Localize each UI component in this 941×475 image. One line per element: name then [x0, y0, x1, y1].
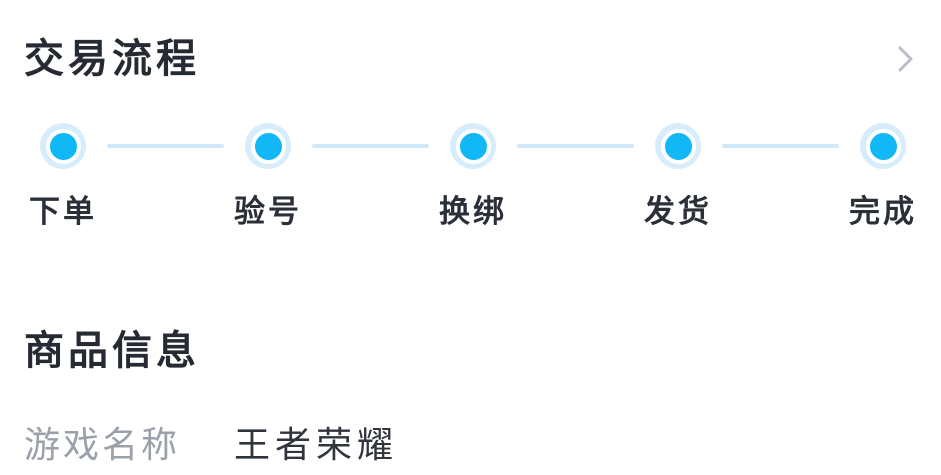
transaction-process-section: 交易流程 下单 验号 换绑 — [24, 0, 917, 227]
step-item-4: 发货 — [644, 123, 709, 227]
step-dot — [40, 123, 86, 169]
step-connector — [312, 144, 429, 148]
step-item-1: 下单 — [29, 123, 94, 227]
step-dot-core — [455, 128, 491, 164]
chevron-right-icon[interactable] — [897, 44, 915, 74]
step-connector — [722, 144, 839, 148]
transaction-process-title: 交易流程 — [24, 37, 200, 81]
step-connector — [107, 144, 224, 148]
product-info-section: 商品信息 游戏名称 王者荣耀 — [24, 227, 917, 465]
field-row-game-name: 游戏名称 王者荣耀 — [24, 425, 917, 465]
transaction-stepper: 下单 验号 换绑 发货 完成 — [24, 123, 917, 227]
step-item-5: 完成 — [849, 123, 914, 227]
step-dot — [450, 123, 496, 169]
step-dot — [655, 123, 701, 169]
step-dot-core — [45, 128, 81, 164]
step-dot-core — [250, 128, 286, 164]
step-item-2: 验号 — [234, 123, 299, 227]
step-label: 下单 — [29, 194, 97, 229]
product-info-title: 商品信息 — [24, 329, 200, 373]
step-item-3: 换绑 — [439, 123, 504, 227]
step-label: 发货 — [644, 194, 712, 229]
step-dot — [245, 123, 291, 169]
product-info-header: 商品信息 — [24, 227, 917, 372]
transaction-process-header[interactable]: 交易流程 — [24, 0, 917, 80]
step-connector — [517, 144, 634, 148]
step-dot-core — [865, 128, 901, 164]
step-dot — [860, 123, 906, 169]
step-label: 验号 — [234, 194, 302, 229]
game-name-value: 王者荣耀 — [234, 424, 399, 465]
game-name-label: 游戏名称 — [24, 424, 181, 465]
step-label: 换绑 — [439, 194, 507, 229]
step-dot-core — [660, 128, 696, 164]
step-label: 完成 — [849, 194, 917, 229]
